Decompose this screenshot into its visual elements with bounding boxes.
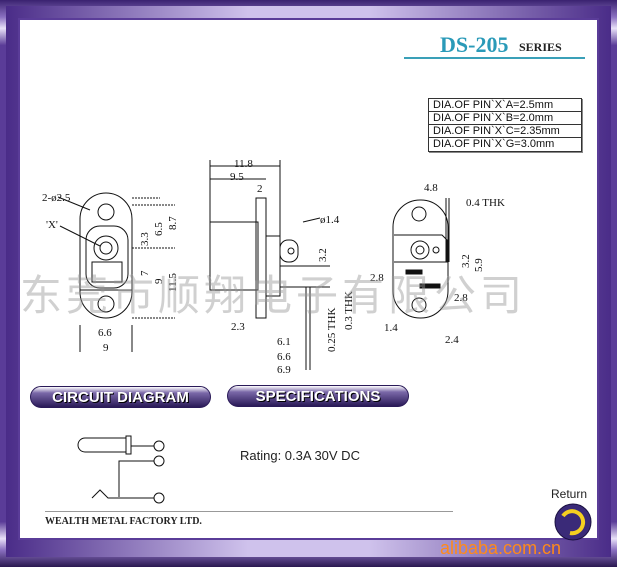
dim: 11.8 <box>234 158 253 170</box>
dim: 4.8 <box>424 182 438 194</box>
side-view: 11.8 9.5 2 ø1.4 3.2 0.3 THK 0.25 THK 2.3… <box>209 158 355 376</box>
site-watermark: alibaba.com.cn <box>440 538 562 558</box>
circuit-diagram-button[interactable]: CIRCUIT DIAGRAM <box>30 386 211 408</box>
footer-divider <box>45 511 453 512</box>
dim: 5.9 <box>473 258 485 272</box>
watermark: 东莞市顺翔电子有限公司 <box>20 271 527 320</box>
dim: 6.6 <box>98 327 112 339</box>
dim: 6.1 <box>277 336 291 348</box>
rear-view: 4.8 0.4 THK 3.2 5.9 2.8 2.8 1.4 2.4 <box>370 182 505 346</box>
model-title: DS-205 <box>440 32 509 57</box>
title-underline <box>404 57 585 59</box>
dim: 0.3 THK <box>343 291 355 330</box>
dim: 6.6 <box>277 351 291 363</box>
dim: 2 <box>257 183 263 195</box>
dim: ø1.4 <box>320 214 340 226</box>
dim: 9.5 <box>230 171 244 183</box>
company-name: WEALTH METAL FACTORY LTD. <box>45 516 202 527</box>
pin-row: DIA.OF PIN`X`G=3.0mm <box>433 138 555 150</box>
pin-row: DIA.OF PIN`X`B=2.0mm <box>429 112 581 125</box>
dim: 3.2 <box>460 254 472 268</box>
dim: 3.3 <box>139 232 151 246</box>
dim: 11.5 <box>167 273 179 292</box>
dim: 1.4 <box>384 322 398 334</box>
dim: 0.4 THK <box>466 197 505 209</box>
return-icon[interactable] <box>554 503 592 541</box>
content-panel <box>18 18 599 540</box>
pin-row: DIA.OF PIN`X`A=2.5mm <box>429 99 581 112</box>
pin-diameter-table: DIA.OF PIN`X`A=2.5mm DIA.OF PIN`X`B=2.0m… <box>428 98 582 152</box>
circuit-symbol <box>77 435 165 504</box>
dim: 7 <box>139 270 151 276</box>
dim: 6.9 <box>277 364 291 376</box>
series-label: SERIES <box>519 40 562 54</box>
specifications-button[interactable]: SPECIFICATIONS <box>227 385 409 407</box>
front-view: 2-ø2.5 'X' 3.3 6.5 8.7 7 9 11.5 6.6 9 <box>42 192 179 354</box>
dim: 3.2 <box>317 248 329 262</box>
dim: 2.8 <box>370 272 384 284</box>
dim: 0.25 THK <box>326 308 338 352</box>
dim: 9 <box>103 342 109 354</box>
dim-hole: 2-ø2.5 <box>42 192 71 204</box>
dim: 8.7 <box>167 216 179 230</box>
dim: 2.3 <box>231 321 245 333</box>
rating-text: Rating: 0.3A 30V DC <box>240 448 360 463</box>
pin-row: DIA.OF PIN`X`C=2.35mm <box>429 125 581 138</box>
dim-pin-x: 'X' <box>46 219 58 231</box>
dim: 2.8 <box>454 292 468 304</box>
dim: 6.5 <box>153 222 165 236</box>
dim: 2.4 <box>445 334 459 346</box>
dim: 9 <box>153 278 165 284</box>
return-link[interactable]: Return <box>551 487 588 501</box>
